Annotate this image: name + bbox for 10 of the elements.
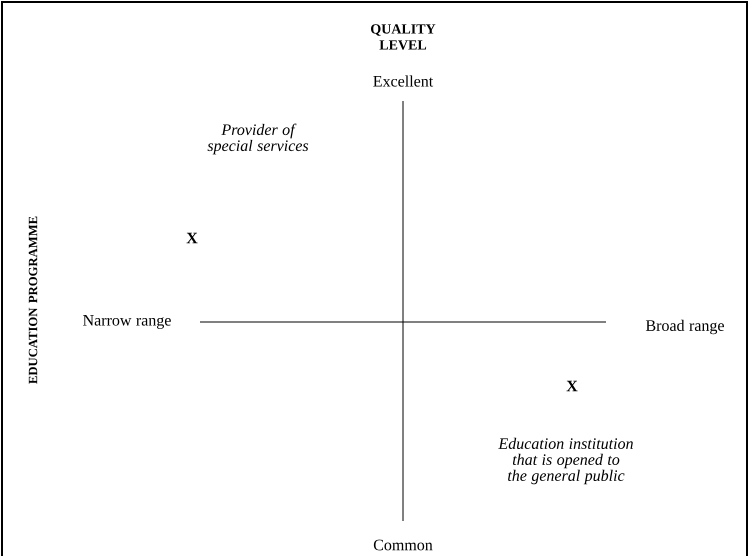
- axis-title: QUALITY LEVEL: [371, 24, 436, 50]
- axis-label: Broad range: [646, 320, 724, 334]
- axis-label: Excellent: [373, 75, 434, 87]
- axis-label: Narrow range: [83, 315, 171, 329]
- axis-label: Common: [374, 540, 433, 550]
- axis-title: EDUCATION PROGRAMME: [28, 216, 38, 384]
- position-mark: X: [566, 380, 578, 392]
- position-mark: X: [186, 232, 198, 244]
- quadrant-note: Education institution that is opened to the general public: [498, 438, 633, 484]
- quadrant-note: Provider of special services: [208, 124, 308, 154]
